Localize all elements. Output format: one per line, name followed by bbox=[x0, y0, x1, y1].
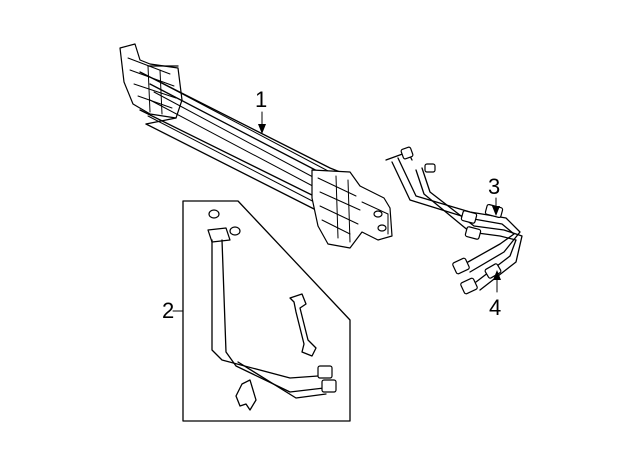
inset-fitting-upper bbox=[317, 365, 333, 379]
leader-arrow-4 bbox=[493, 270, 501, 280]
leader-arrow-1 bbox=[258, 124, 266, 134]
inset-bracket bbox=[235, 379, 257, 411]
callout-1: 1 bbox=[255, 87, 268, 112]
inset-clip bbox=[289, 293, 317, 357]
callout-4: 4 bbox=[489, 295, 502, 320]
cooler-left-bracket bbox=[119, 43, 183, 119]
detail-inset-parts bbox=[207, 209, 337, 411]
detail-inset-frame bbox=[182, 200, 351, 422]
fitting-nut-upper bbox=[452, 257, 470, 275]
fitting-nut-lower bbox=[460, 277, 478, 295]
callout-3: 3 bbox=[488, 174, 501, 199]
oil-cooler-assembly bbox=[119, 43, 393, 249]
cooler-right-bracket bbox=[311, 169, 393, 249]
callout-2: 2 bbox=[162, 298, 175, 323]
cooler-lines bbox=[385, 146, 523, 295]
inset-fitting-lower bbox=[321, 379, 337, 393]
leader-arrow-3 bbox=[492, 206, 500, 216]
